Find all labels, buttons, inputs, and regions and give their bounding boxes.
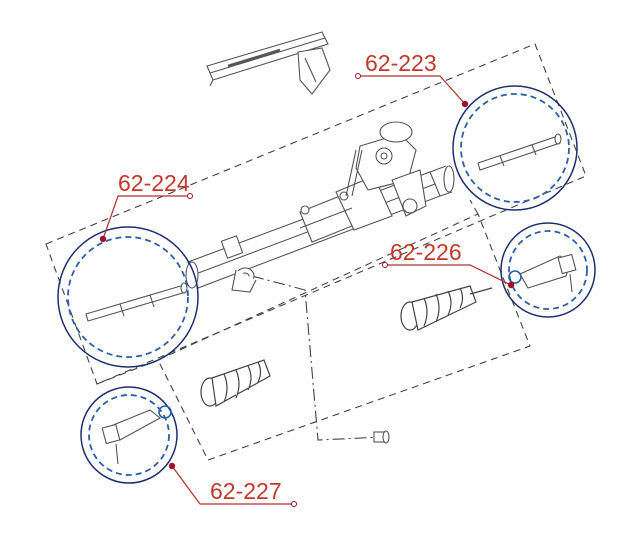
part-label-62-227: 62-227 <box>210 478 282 504</box>
ball-joint-ring <box>158 405 172 419</box>
inner-tie-rod-icon <box>477 133 562 171</box>
leader-lines <box>102 75 512 505</box>
leader-line-62-226 <box>385 264 512 286</box>
steering-rack-assembly-icon <box>185 121 455 293</box>
main-assembly-frame <box>45 43 587 385</box>
bolt-axis-line <box>251 275 384 441</box>
leader-line-62-224 <box>102 195 190 240</box>
detail-circle-lower-tie-rod <box>57 226 199 368</box>
leader-line-62-223 <box>358 75 466 105</box>
mounting-bolt-icon <box>373 430 390 444</box>
leader-line-62-227 <box>171 465 294 505</box>
rubber-bellows-icon <box>200 359 271 407</box>
detail-circle-upper-tie-rod <box>452 85 578 211</box>
tie-rod-end-icon <box>101 405 172 465</box>
inner-tie-rod-icon <box>85 282 188 322</box>
detail-circle-right-tie-rod-end <box>500 222 596 318</box>
part-label-62-226: 62-226 <box>390 239 462 265</box>
part-label-62-223: 62-223 <box>365 50 437 76</box>
leader-markers <box>99 73 515 507</box>
boot-assembly-frame <box>157 213 531 461</box>
part-label-62-224: 62-224 <box>118 170 190 196</box>
frame-connector <box>469 199 479 215</box>
mounting-bracket-icon <box>206 31 331 95</box>
detail-circle-left-tie-rod-end <box>80 386 178 484</box>
detail-circles <box>57 85 596 484</box>
ball-joint-ring <box>508 270 522 284</box>
rubber-bellows-icon <box>400 285 493 331</box>
